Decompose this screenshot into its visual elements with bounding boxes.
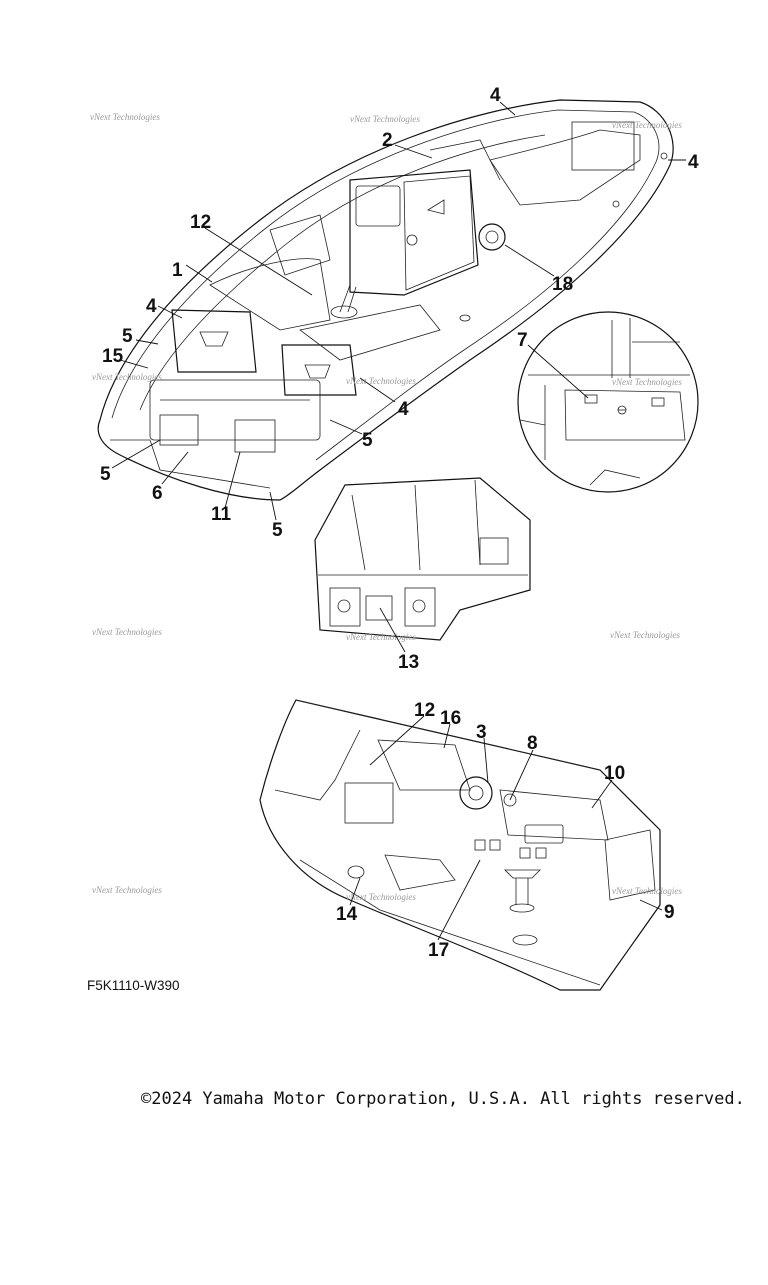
callout-label: 5 bbox=[362, 430, 373, 451]
callout-label: 4 bbox=[146, 296, 157, 317]
callout-label: 5 bbox=[272, 520, 283, 541]
watermark: vNext Technologies bbox=[90, 112, 160, 122]
storage-detail-circle bbox=[517, 311, 699, 493]
callout-label: 3 bbox=[476, 722, 487, 743]
callout-label: 4 bbox=[688, 152, 699, 173]
callout-label: 4 bbox=[490, 85, 501, 106]
callout-label: 1 bbox=[172, 260, 183, 281]
watermark: vNext Technologies bbox=[346, 376, 416, 386]
part-code-label: F5K1110-W390 bbox=[87, 978, 180, 993]
watermark: vNext Technologies bbox=[92, 372, 162, 382]
callout-label: 7 bbox=[517, 330, 528, 351]
callout-label: 12 bbox=[414, 700, 435, 721]
watermark: vNext Technologies bbox=[346, 632, 416, 642]
stern-detail bbox=[314, 477, 531, 641]
watermark: vNext Technologies bbox=[610, 630, 680, 640]
callout-label: 2 bbox=[382, 130, 393, 151]
helm-perspective-view bbox=[259, 699, 661, 991]
watermark: vNext Technologies bbox=[612, 377, 682, 387]
leader-lines bbox=[111, 101, 686, 941]
callout-label: 10 bbox=[604, 763, 625, 784]
callout-label: 18 bbox=[552, 274, 573, 295]
callout-label: 17 bbox=[428, 940, 449, 961]
callout-label: 8 bbox=[527, 733, 538, 754]
callout-label: 5 bbox=[122, 326, 133, 347]
callout-label: 6 bbox=[152, 483, 163, 504]
callout-label: 15 bbox=[102, 346, 124, 367]
watermark: vNext Technologies bbox=[350, 114, 420, 124]
watermark-layer: vNext Technologies vNext Technologies vN… bbox=[90, 112, 682, 902]
watermark: vNext Technologies bbox=[92, 885, 162, 895]
watermark: vNext Technologies bbox=[346, 892, 416, 902]
callout-label: 4 bbox=[398, 399, 409, 420]
callout-label: 14 bbox=[336, 904, 358, 925]
boat-hull-top-view bbox=[97, 99, 674, 501]
callout-label: 12 bbox=[190, 212, 211, 233]
copyright-notice: ©2024 Yamaha Motor Corporation, U.S.A. A… bbox=[141, 1089, 745, 1109]
watermark: vNext Technologies bbox=[612, 886, 682, 896]
callout-labels: 1 2 4 4 12 18 4 5 15 4 5 5 6 11 5 7 13 1… bbox=[100, 85, 699, 961]
watermark: vNext Technologies bbox=[92, 627, 162, 637]
callout-label: 16 bbox=[440, 708, 461, 729]
callout-label: 13 bbox=[398, 652, 419, 673]
watermark: vNext Technologies bbox=[612, 120, 682, 130]
callout-label: 9 bbox=[664, 902, 675, 923]
callout-label: 11 bbox=[211, 504, 232, 525]
callout-label: 5 bbox=[100, 464, 111, 485]
